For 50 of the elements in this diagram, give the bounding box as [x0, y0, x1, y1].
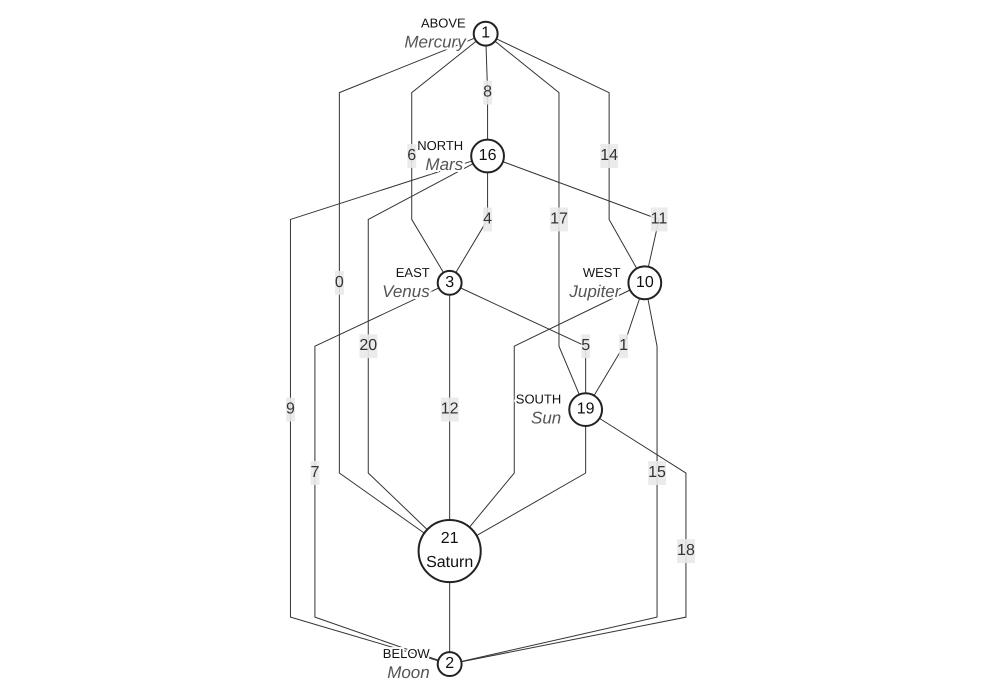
connector: [476, 426, 586, 536]
handwritten-label: Mercury: [404, 32, 466, 52]
edge-label: 14: [600, 147, 618, 164]
edge-label: 8: [483, 84, 492, 101]
edge-label: 15: [648, 464, 666, 482]
direction-label: ABOVE: [421, 16, 466, 31]
node-circle: [436, 651, 463, 678]
connector: [486, 45, 488, 140]
connector: [460, 298, 658, 662]
connector: [368, 163, 474, 530]
handwritten-label: Jupiter: [570, 282, 620, 301]
connector: [449, 582, 450, 653]
edge-label: 0: [334, 274, 344, 291]
edge-label: 5: [581, 337, 590, 354]
edge-label: 12: [440, 400, 459, 418]
node-circle: [418, 519, 482, 584]
connector: [455, 172, 488, 274]
handwritten-label: Venus: [382, 282, 430, 301]
handwritten-label: Moon: [387, 663, 430, 682]
edge-label: 11: [650, 210, 668, 228]
edge-label: 9: [286, 400, 295, 418]
handwritten-label: Mars: [426, 155, 464, 174]
connector: [290, 160, 473, 662]
edge-label: 7: [310, 464, 320, 482]
edge-label: 17: [550, 210, 568, 228]
connector: [494, 40, 580, 395]
direction-label: WEST: [582, 264, 620, 280]
direction-label: EAST: [396, 264, 430, 280]
node-circle: [436, 270, 463, 296]
connector: [411, 40, 477, 274]
edge-label: 1: [619, 337, 628, 354]
connector: [460, 418, 687, 662]
handwritten-label: Sun: [531, 408, 562, 428]
direction-label: SOUTH: [516, 392, 562, 407]
node-circle: [470, 138, 506, 174]
edge-label: 20: [359, 337, 378, 354]
edge-label: 18: [677, 542, 695, 560]
connector: [314, 287, 440, 661]
connector: [594, 298, 640, 396]
connector: [449, 294, 450, 521]
connector: [338, 38, 476, 534]
connector: [469, 290, 631, 528]
connector: [496, 38, 638, 270]
connector: [460, 287, 586, 394]
edge-label: 4: [483, 210, 492, 228]
node-circle: [628, 265, 662, 300]
direction-label: NORTH: [417, 138, 464, 154]
node-circle: [472, 20, 499, 47]
node-circle: [568, 392, 604, 428]
edge-label: 6: [407, 147, 416, 164]
